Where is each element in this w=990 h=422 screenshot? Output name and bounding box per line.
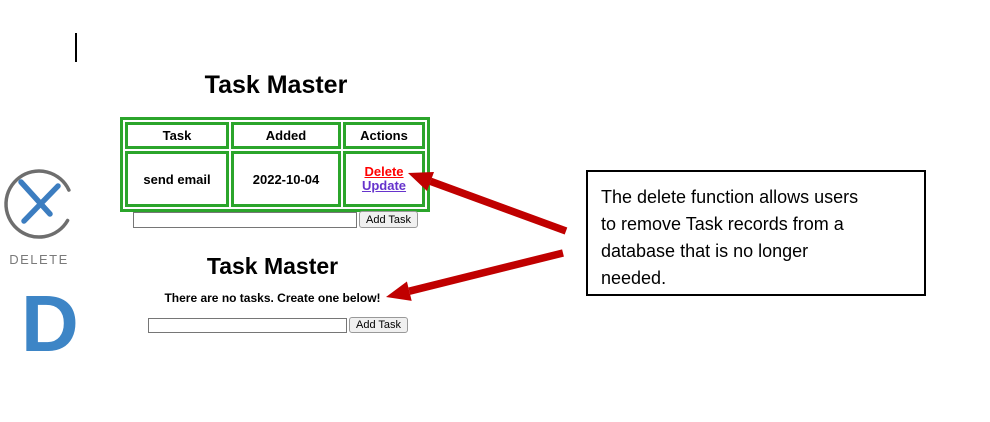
- delete-sketch-icon: [4, 169, 71, 239]
- open-circle-icon: [4, 169, 71, 239]
- callout-box: The delete function allows users to remo…: [586, 170, 926, 296]
- page-title: Task Master: [204, 71, 348, 99]
- callout-text: The delete function allows users to remo…: [601, 187, 859, 288]
- add-task-button[interactable]: Add Task: [359, 211, 419, 228]
- actions-cell: Delete Update: [343, 151, 425, 207]
- table-row: send email 2022-10-04 Delete Update: [125, 151, 425, 207]
- table-header-row: Task Added Actions: [125, 122, 425, 149]
- delete-link[interactable]: Delete: [364, 164, 404, 179]
- column-header-task: Task: [125, 122, 229, 149]
- letter-d-logo: D: [21, 279, 79, 368]
- empty-state-message: There are no tasks. Create one below!: [164, 291, 381, 305]
- column-header-actions: Actions: [343, 122, 425, 149]
- arrow-to-delete-link: [408, 172, 568, 235]
- add-task-button[interactable]: Add Task: [349, 317, 409, 333]
- added-date-cell: 2022-10-04: [231, 151, 341, 207]
- new-task-input[interactable]: [148, 318, 347, 333]
- column-header-added: Added: [231, 122, 341, 149]
- page-title: Task Master: [206, 253, 339, 279]
- update-link[interactable]: Update: [361, 178, 407, 193]
- task-cell: send email: [125, 151, 229, 207]
- new-task-input[interactable]: [133, 212, 357, 228]
- task-table: Task Added Actions send email 2022-10-04…: [120, 117, 430, 212]
- delete-icon-label: DELETE: [9, 252, 69, 267]
- x-stroke-icon: [18, 179, 53, 217]
- text-cursor: [75, 33, 77, 62]
- x-stroke-icon: [21, 183, 61, 224]
